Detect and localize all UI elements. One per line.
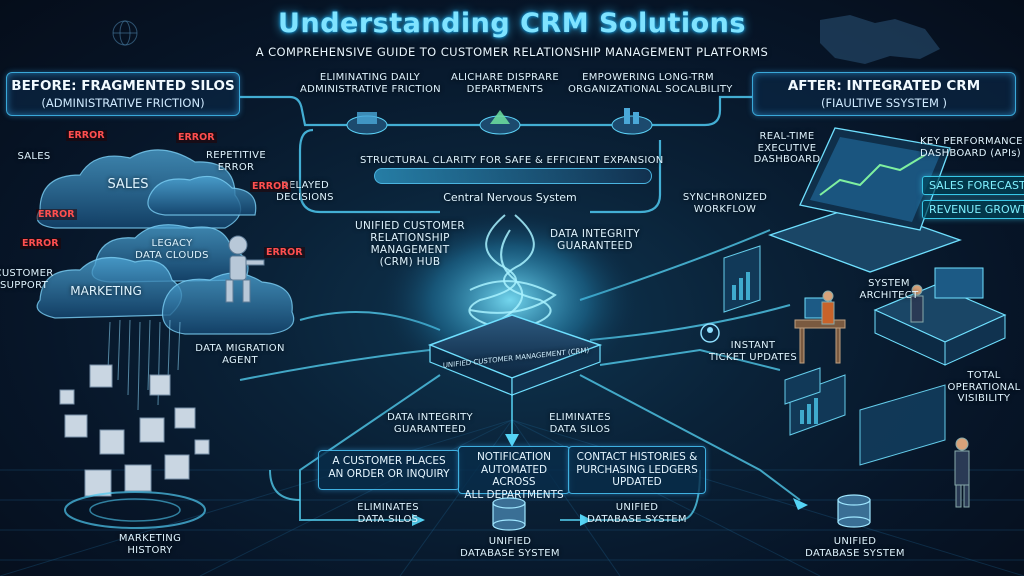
after-heading: AFTER: INTEGRATED CRM [787,78,981,94]
structural-bar [374,168,652,184]
step-icons [346,108,653,135]
screen-bars [732,272,818,424]
structural-banner: STRUCTURAL CLARITY FOR SAFE & EFFICIENT … [360,155,664,166]
sales-outer-label: SALES [17,151,51,162]
database-icon [492,494,871,531]
sales-forecast-pill: SALES FORECAST [922,176,1024,195]
data-portal-ring [64,491,206,529]
after-subheading: (FIAULTIVE SSYSTEM ) [820,96,948,110]
error-tag: ERROR [36,209,77,220]
revenue-growth-pill: REVENUE GROWTH [922,200,1024,219]
error-tag: ERROR [176,132,217,143]
floppy-disk-icons [59,364,210,497]
crm-hub-platform [427,314,603,396]
world-map-icon [820,15,940,64]
page-subtitle: A COMPREHENSIVE GUIDE TO CUSTOMER RELATI… [255,45,769,59]
error-tag: ERROR [264,247,305,258]
data-silo-clouds [36,149,295,335]
workstation-desk [794,297,846,364]
page-title: Understanding CRM Solutions [278,8,746,39]
globe-icon [112,20,138,46]
person-icons [821,284,970,508]
swirl-vortex-icon [468,214,557,331]
arrow-down-icon [505,434,519,447]
data-rain [107,319,181,411]
server-platform [873,267,1007,366]
before-heading: BEFORE: FRAGMENTED SILOS [11,78,235,94]
marketing-cloud-label: MARKETING [70,284,142,298]
after-panel: AFTER: INTEGRATED CRM (FIAULTIVE SSYSTEM… [752,72,1016,116]
error-tag: ERROR [250,181,291,192]
before-subheading: (ADMINISTRATIVE FRICTION) [41,96,205,110]
top-connector [240,95,752,214]
before-panel: BEFORE: FRAGMENTED SILOS (ADMINISTRATIVE… [6,72,240,116]
laptop-dashboard [768,127,962,273]
central-nervous-label: Central Nervous System [443,191,577,204]
robot-agent-icon [225,235,265,303]
sales-cloud-label: SALES [107,177,149,192]
error-tag: ERROR [20,238,61,249]
error-tag: ERROR [66,130,107,141]
